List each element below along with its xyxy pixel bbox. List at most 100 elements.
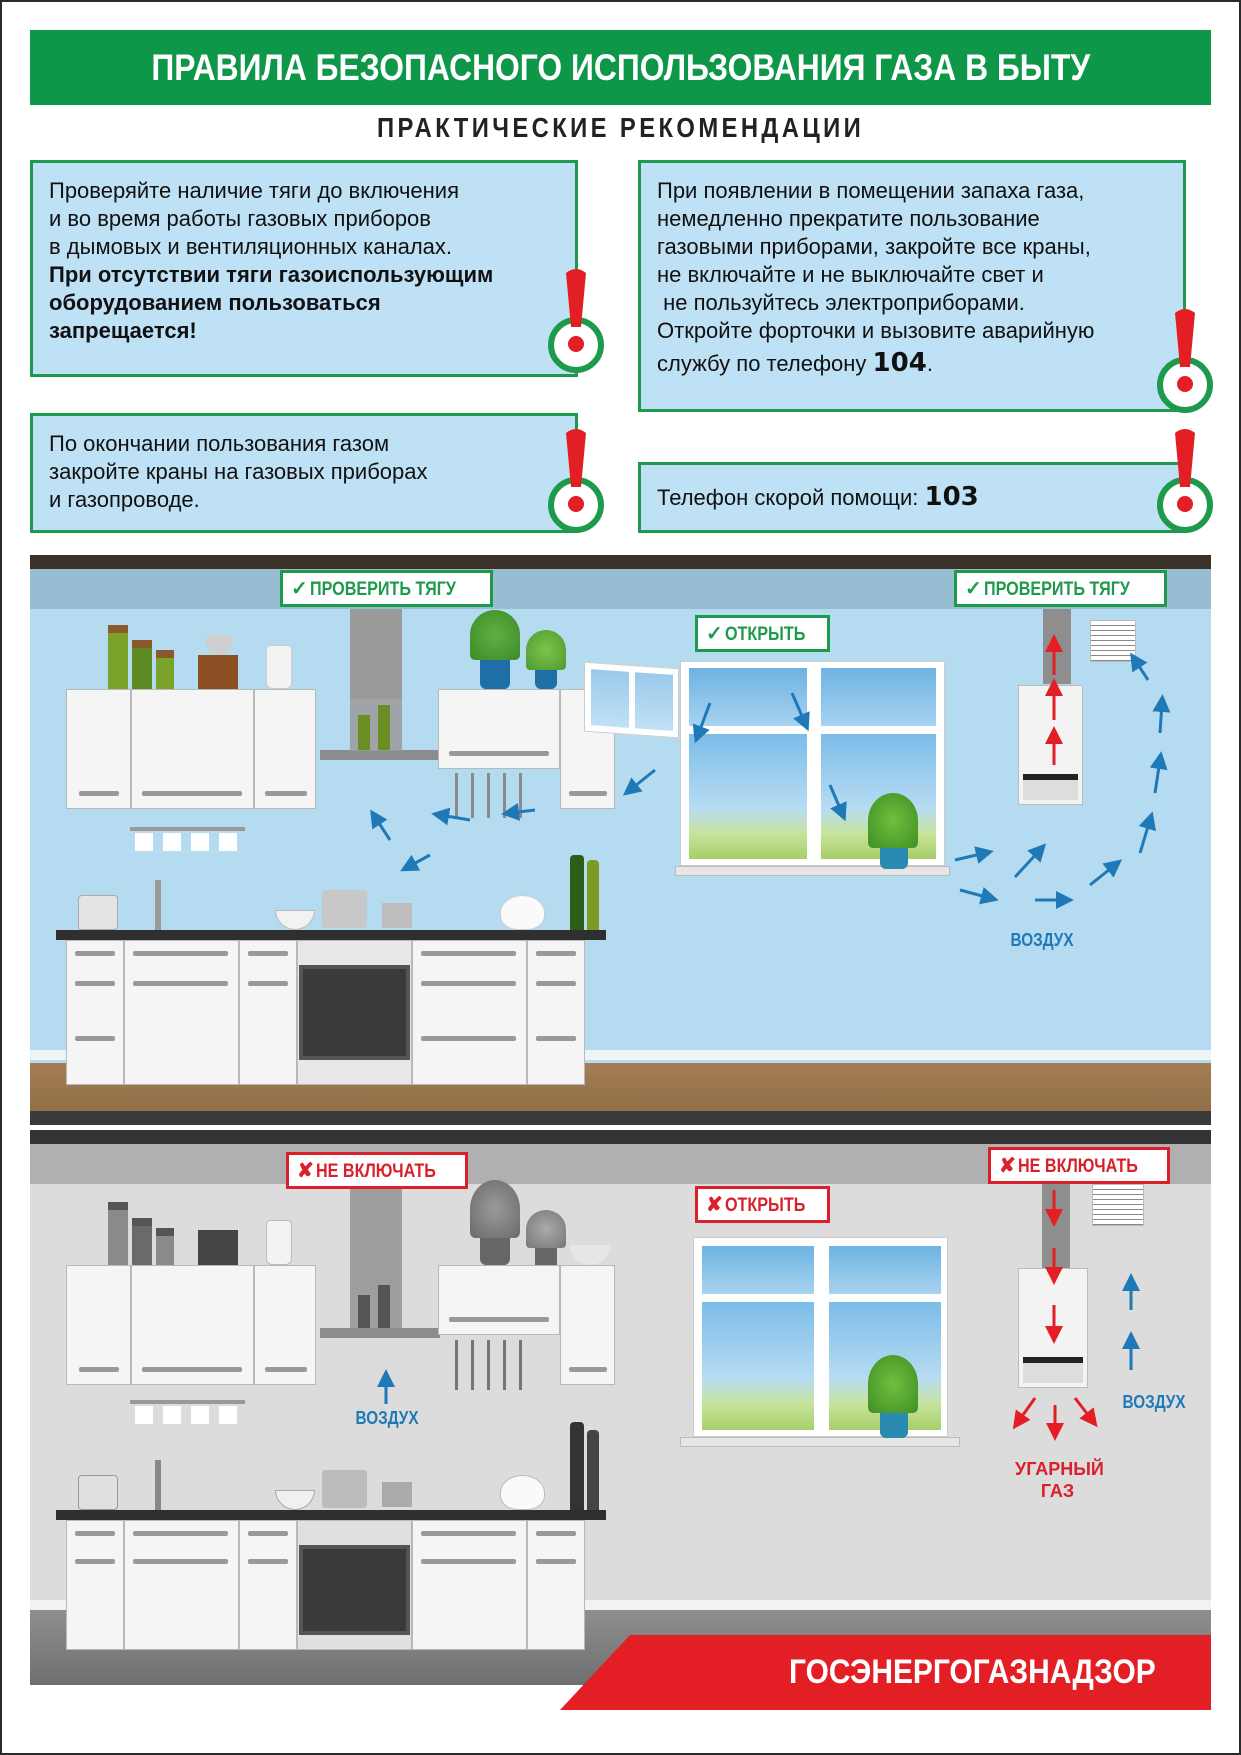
tip-line: в дымовых и вентиляционных каналах. <box>49 234 453 259</box>
base-cabinet <box>412 1520 527 1650</box>
air-arrows-blue <box>377 1273 1140 1404</box>
tag-do-not-turn-on-hood: ✘НЕ ВКЛЮЧАТЬ <box>286 1152 468 1189</box>
air-label: ВОЗДУХ <box>1010 930 1074 950</box>
check-icon: ✓ <box>965 578 982 600</box>
jar <box>132 640 152 689</box>
ceiling <box>30 555 1211 569</box>
bottle <box>378 1285 390 1328</box>
page-title-bar: ПРАВИЛА БЕЗОПАСНОГО ИСПОЛЬЗОВАНИЯ ГАЗА В… <box>30 30 1211 105</box>
plant <box>868 1355 918 1413</box>
emergency-gas-phone: 104 <box>872 348 927 378</box>
tag-open-window-forbidden: ✘ОТКРЫТЬ <box>695 1186 831 1223</box>
airflow-arrows <box>370 634 1171 909</box>
tip-warning-line: запрещается! <box>49 318 197 343</box>
exclamation-icon <box>1157 429 1213 533</box>
base-cabinet <box>124 940 239 1085</box>
upper-cabinet <box>438 689 560 769</box>
mugs <box>135 1406 240 1424</box>
toaster <box>78 1475 118 1510</box>
teapot <box>500 895 545 930</box>
saucepan <box>382 1482 412 1507</box>
faucet <box>155 880 161 930</box>
bottle <box>358 715 370 750</box>
jar <box>156 650 174 689</box>
co-label-line: ГАЗ <box>1040 1481 1075 1501</box>
utensils <box>445 1340 525 1390</box>
wine-bottle <box>570 1422 584 1510</box>
coffee-grinder <box>198 1230 238 1265</box>
tip-line: не включайте и не выключайте свет и <box>657 262 1044 287</box>
exclamation-icon <box>1157 309 1213 413</box>
saucepan <box>382 903 412 928</box>
upper-cabinet <box>438 1265 560 1335</box>
tip-line: По окончании пользования газом <box>49 431 390 456</box>
vent-grille <box>1090 620 1136 662</box>
tip-line: закройте краны на газовых приборах <box>49 459 428 484</box>
cross-icon: ✘ <box>297 1160 314 1182</box>
upper-cabinet <box>131 689 254 809</box>
air-label: ВОЗДУХ <box>1122 1392 1186 1412</box>
phone-prefix: службу по телефону <box>657 351 873 376</box>
kitchen-scene-correct: ✓ПРОВЕРИТЬ ТЯГУ ✓ОТКРЫТЬ ✓ПРОВЕРИТЬ ТЯГУ… <box>30 555 1211 1125</box>
tip-line-phone: службу по телефону 104. <box>657 349 1167 378</box>
hood-chimney <box>350 609 402 699</box>
oven-door <box>299 1545 410 1635</box>
base-cabinet <box>66 940 124 1085</box>
backdraft-arrows-red <box>1012 1190 1098 1441</box>
plant-withered <box>526 1210 566 1248</box>
upper-cabinet <box>131 1265 254 1385</box>
check-icon: ✓ <box>291 578 308 600</box>
jar <box>108 1202 128 1265</box>
faucet <box>155 1460 161 1510</box>
tip-gas-smell: При появлении в помещении запаха газа, н… <box>638 160 1186 412</box>
page-subtitle: ПРАКТИЧЕСКИЕ РЕКОМЕНДАЦИИ <box>0 112 1241 144</box>
pitcher <box>266 1220 292 1265</box>
tag-do-not-turn-on-boiler: ✘НЕ ВКЛЮЧАТЬ <box>988 1147 1170 1184</box>
tip-line: немедленно прекратите пользование <box>657 206 1040 231</box>
check-icon: ✓ <box>706 623 723 645</box>
airflow-arrows <box>377 1190 1140 1441</box>
cross-icon: ✘ <box>999 1155 1016 1177</box>
jar <box>156 1228 174 1265</box>
bottle <box>358 1295 370 1328</box>
plant-withered <box>470 1180 520 1238</box>
base-cabinet <box>527 1520 585 1650</box>
ceiling <box>30 1130 1211 1144</box>
base-cabinet <box>66 1520 124 1650</box>
subtitle-text: ПРАКТИЧЕСКИЕ РЕКОМЕНДАЦИИ <box>376 112 865 143</box>
base-cabinet <box>527 940 585 1085</box>
upper-cabinet <box>66 689 131 809</box>
tip-close-valves: По окончании пользования газом закройте … <box>30 413 578 533</box>
brand-banner: ГОСЭНЕРГОГАЗНАДЗОР <box>560 1635 1211 1710</box>
cross-icon: ✘ <box>706 1194 723 1216</box>
colander <box>570 1245 610 1265</box>
page-title: ПРАВИЛА БЕЗОПАСНОГО ИСПОЛЬЗОВАНИЯ ГАЗА В… <box>151 46 1090 88</box>
upper-cabinet <box>254 1265 316 1385</box>
exclamation-icon <box>548 269 604 373</box>
jar <box>108 625 128 689</box>
phone-prefix: Телефон скорой помощи: <box>657 485 925 510</box>
ambulance-phone: 103 <box>924 482 979 512</box>
coffee-grinder-top <box>206 635 232 655</box>
tip-line: Проверяйте наличие тяги до включения <box>49 178 459 203</box>
tag-check-draft-boiler: ✓ПРОВЕРИТЬ ТЯГУ <box>954 570 1167 607</box>
base-cabinet <box>239 1520 297 1650</box>
pot <box>322 1470 367 1508</box>
air-label: ВОЗДУХ <box>355 1408 419 1428</box>
bottle <box>378 705 390 750</box>
oven-door <box>299 965 410 1060</box>
baseboard <box>30 1050 1211 1060</box>
upper-cabinet <box>254 689 316 809</box>
tip-line: Откройте форточки и вызовите аварийную <box>657 318 1095 343</box>
plant-pot <box>535 667 557 689</box>
tip-draft-check: Проверяйте наличие тяги до включения и в… <box>30 160 578 377</box>
plant-pot <box>880 845 908 869</box>
exclamation-icon <box>548 429 604 533</box>
plant-pot <box>535 1245 557 1265</box>
coffee-grinder <box>198 655 238 689</box>
countertop <box>56 930 606 940</box>
upper-cabinet <box>66 1265 131 1385</box>
pitcher <box>266 645 292 689</box>
window-sill <box>680 1437 960 1447</box>
